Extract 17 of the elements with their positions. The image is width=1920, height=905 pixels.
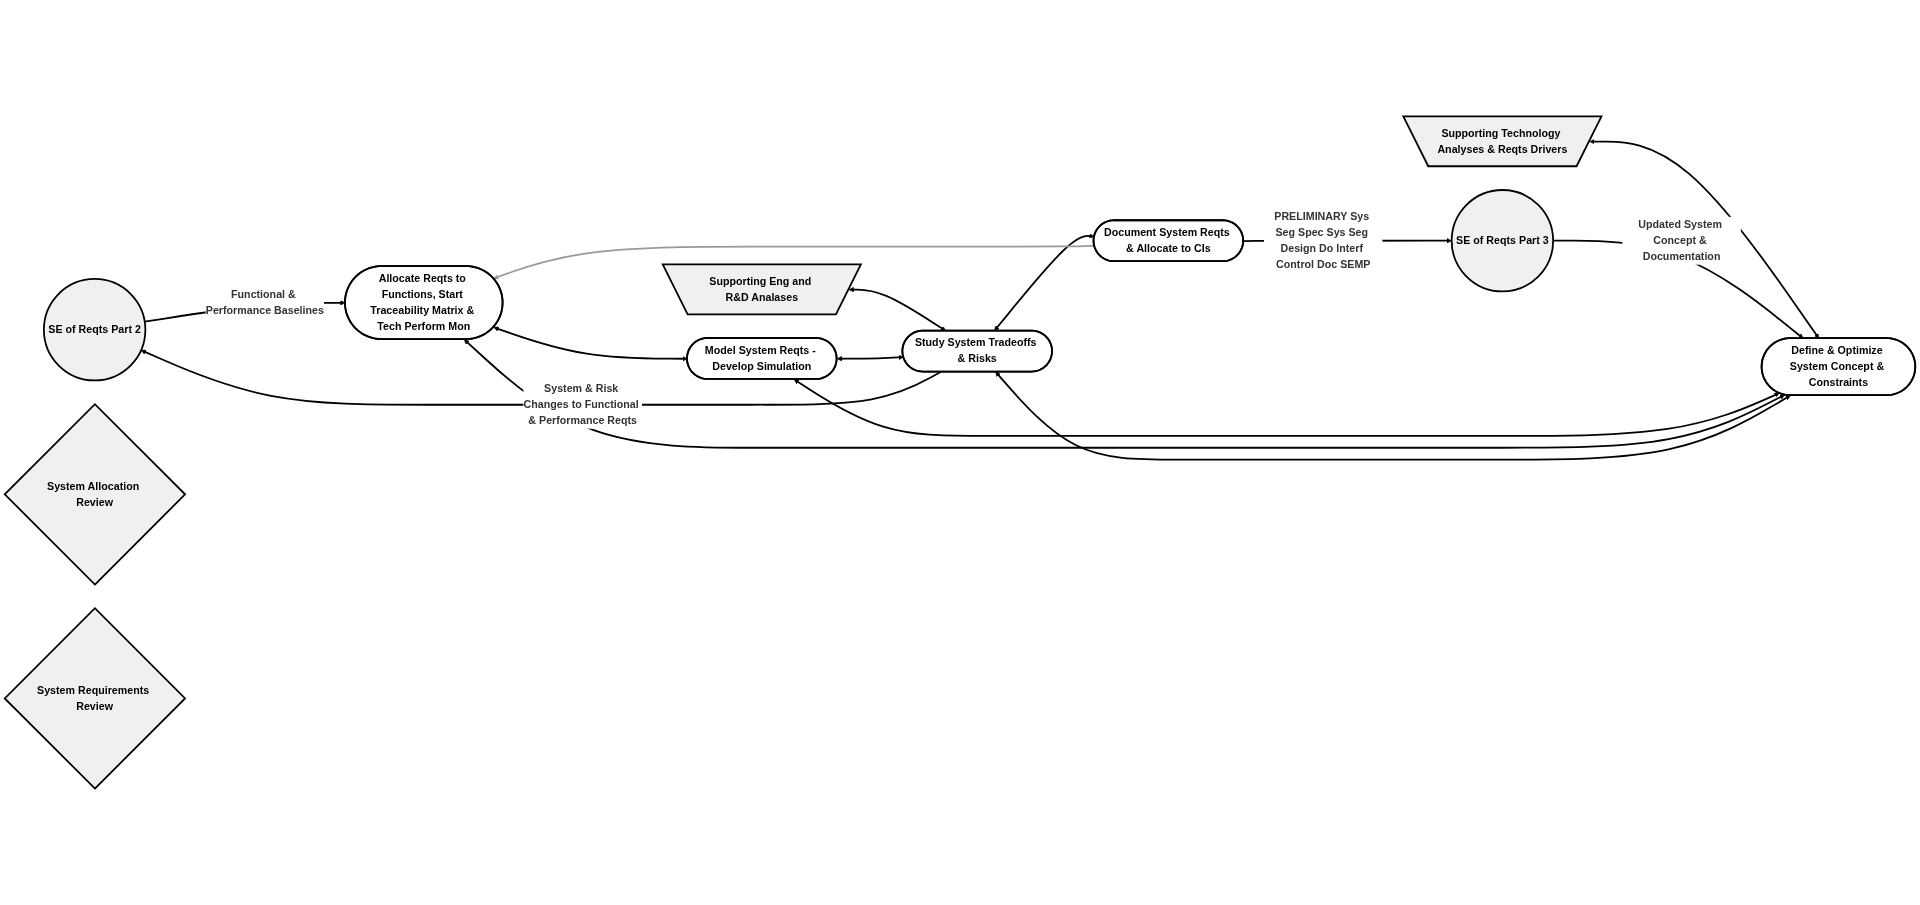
arrow [1589,139,1820,339]
edge-label: Updated System Concept & Documentation [1638,218,1722,263]
node-circle: SE of Reqts Part 2 [43,278,147,382]
arrow [836,354,904,362]
arrow [463,339,1785,449]
arrow [493,326,688,362]
arrow [995,371,1791,461]
arrow [848,287,947,332]
edge-label: System & Risk Changes to Functional & Performance Reqts [523,382,639,427]
node-diamond: System Allocation Review [3,402,187,586]
node-diamond: System Requirements Review [3,606,187,790]
edge-label: PRELIMINARY Sys Seg Spec Sys Seg Design Do Interf Control Doc SEMP [1274,210,1371,271]
arrow [994,233,1095,331]
arrow [140,349,942,406]
arrow [793,379,1780,437]
edge-label: Functional & Performance Baselines [205,288,324,317]
node-circle: SE of Reqts Part 3 [1450,189,1555,293]
